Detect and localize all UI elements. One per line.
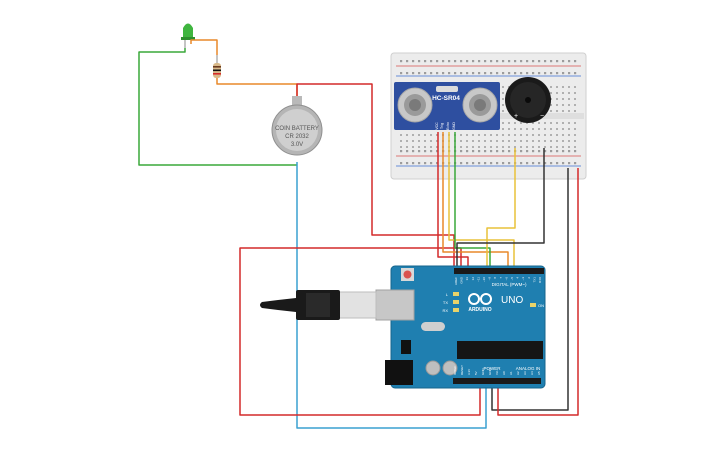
power-pin-label: GND [488,368,492,376]
digital-header[interactable] [454,268,544,274]
digital-pin-label: ~9 [488,277,492,281]
digital-pin-label: ~10 [482,277,486,282]
arduino-brand: ARDUINO [468,307,491,313]
digital-pin-label: TX1 [532,277,536,283]
wire-green-led [138,48,297,166]
digital-pin-label: RX0 [538,277,542,283]
power-pin-label: 5V [474,371,478,375]
sensor-pin-label: Trig [440,123,444,129]
sensor-model-label: HC-SR04 [432,95,460,102]
power-pin-label: Vin [495,370,499,375]
arduino-logo-icon [468,293,492,305]
wire-black-rail [491,168,569,411]
digital-pin-label: 8 [493,277,497,279]
power-pin-label: A0 [502,371,506,375]
digital-pin-label: 4 [516,277,520,279]
green-led[interactable] [181,23,195,49]
arduino-uno[interactable]: L TX RX ON ARDUINO UNO DIGITAL (PWM~) PO… [375,265,546,389]
power-pin-label: RESET [460,365,464,375]
wire-sensor-gnd [454,132,491,268]
digital-pin-label: 13 [465,277,469,281]
wire-sensor-trig [442,132,509,268]
digital-pin-label: ~11 [476,277,480,282]
sensor-pin-label: VCC [435,122,439,130]
power-jack [385,360,413,385]
tx-label: TX [443,300,448,305]
piezo-buzzer[interactable]: + − [505,77,551,123]
wire-sensor-vcc [437,132,469,268]
buzzer-minus-label: − [540,113,544,120]
on-label: ON [538,303,544,308]
digital-label: DIGITAL (PWM~) [492,282,527,287]
wire-buzzer-signal [486,148,516,268]
digital-pin-label: 7 [499,277,503,279]
power-pin-label: IOREF [453,366,457,375]
power-pin-label: A5 [537,371,541,375]
resistor[interactable] [213,55,221,78]
power-pin-label: A3 [523,371,527,375]
digital-pin-label: 2 [527,277,531,279]
power-pin-label: A4 [530,371,534,375]
digital-pin-label: 12 [471,277,475,281]
wire-buzzer-gnd [456,148,545,268]
digital-pin-label: ~6 [504,277,508,281]
battery-label-1: COIN BATTERY [275,126,319,132]
wire-sensor-echo [448,132,515,268]
usb-port [375,289,415,321]
digital-pin-label: ~3 [521,277,525,281]
wire-orange-led-resistor [190,39,218,55]
atmega-chip [457,341,543,359]
power-pin-label: A2 [516,371,520,375]
power-pin-label: 3.3V [467,369,471,375]
usb-cable [260,290,377,320]
power-analog-header[interactable] [453,378,541,384]
wire-red-rail [497,168,579,416]
l-label: L [446,292,449,297]
analog-label: ANALOG IN [516,366,541,371]
digital-pin-label: AREF [454,277,458,285]
battery-label-2: CR 2032 [285,134,309,140]
digital-pin-label: GND [460,276,464,284]
power-label: POWER [483,366,501,371]
sensor-pin-label: GND [452,122,456,130]
power-pin-label: A1 [509,371,513,375]
digital-pin-label: ~5 [510,277,514,281]
rx-label: RX [442,308,448,313]
reset-button[interactable] [403,270,412,279]
battery-label-3: 3.0V [291,142,303,148]
sensor-pin-label: Echo [446,122,450,130]
power-pin-label: GND [481,368,485,376]
coin-battery[interactable]: COIN BATTERY CR 2032 3.0V [271,96,323,156]
wire-orange-resistor-battery [216,78,298,100]
arduino-model: UNO [501,295,523,306]
buzzer-plus-label: + [514,113,518,120]
